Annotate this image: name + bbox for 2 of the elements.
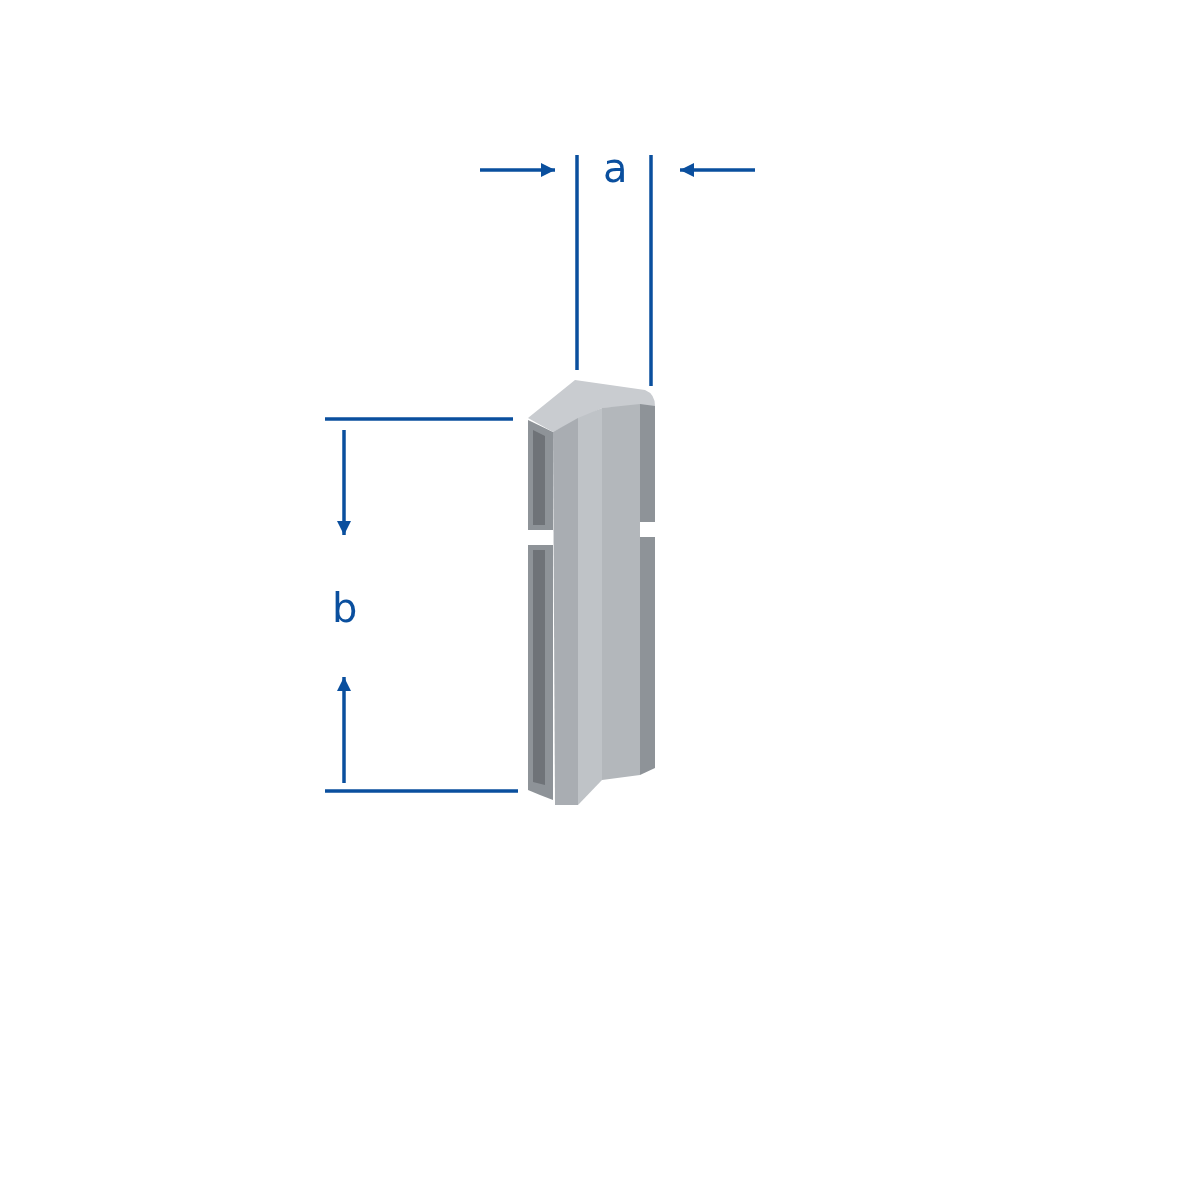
dimension-label: a: [603, 148, 628, 188]
dimension-label: b: [332, 588, 358, 628]
